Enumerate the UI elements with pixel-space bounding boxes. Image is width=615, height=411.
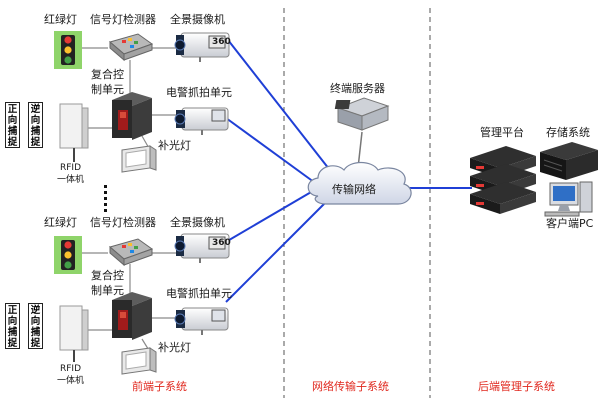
- fill-light-icon: [121, 347, 157, 375]
- police-capture-unit-label: 电警抓拍单元: [166, 86, 232, 99]
- fill-light-label: 补光灯: [158, 341, 191, 354]
- network-cloud-icon: [307, 161, 412, 205]
- police-capture-unit-label: 电警抓拍单元: [166, 287, 232, 300]
- rfid-reader-icon: [59, 305, 89, 362]
- traffic-light-icon: [54, 31, 82, 69]
- local-links-unit-1: [67, 40, 180, 151]
- front-subsystem-label: 前端子系统: [132, 380, 187, 393]
- signal-detector-icon: [108, 33, 154, 62]
- fill-light-label: 补光灯: [158, 139, 191, 152]
- network-links: [223, 39, 472, 303]
- network-subsystem-label: 网络传输子系统: [312, 380, 389, 393]
- rfid-all-in-one-label: 一体机: [57, 175, 85, 185]
- fill-light-icon: [121, 145, 157, 173]
- signal-detector-label: 信号灯检测器: [90, 13, 156, 26]
- storage-system-label: 存储系统: [546, 126, 590, 139]
- forward-capture-box: 正向捕捉: [5, 303, 20, 349]
- transport-network-label: 传输网络: [332, 183, 376, 196]
- traffic-light-label: 红绿灯: [44, 13, 77, 26]
- police-capture-camera-icon: [174, 107, 229, 135]
- client-pc-icon: [544, 181, 593, 217]
- management-platform-label: 管理平台: [480, 126, 524, 139]
- management-platform-icon: [470, 146, 536, 214]
- camera-360-badge: 360: [212, 37, 231, 47]
- more-units-dots: [104, 185, 107, 212]
- client-pc-label: 客户端PC: [546, 217, 594, 230]
- reverse-capture-box: 逆向捕捉: [28, 303, 43, 349]
- panoramic-camera-label: 全景摄像机: [170, 216, 225, 229]
- traffic-light-label: 红绿灯: [44, 216, 77, 229]
- composite-controller-icon: [112, 292, 152, 340]
- rfid-label: RFID: [60, 163, 82, 173]
- signal-detector-icon: [108, 238, 154, 267]
- traffic-light-icon: [54, 236, 82, 274]
- panoramic-camera-icon: [174, 233, 230, 263]
- composite-controller-label: 复合控制单元: [91, 269, 124, 297]
- panoramic-camera-label: 全景摄像机: [170, 13, 225, 26]
- terminal-server-icon: [334, 97, 390, 131]
- composite-controller-label: 复合控制单元: [91, 68, 124, 96]
- backend-subsystem-label: 后端管理子系统: [478, 380, 555, 393]
- terminal-server-label: 终端服务器: [330, 82, 385, 95]
- rfid-all-in-one-label: 一体机: [57, 376, 85, 386]
- rfid-reader-icon: [59, 103, 89, 162]
- reverse-capture-box: 逆向捕捉: [28, 102, 43, 148]
- camera-360-badge: 360: [212, 238, 231, 248]
- rfid-label: RFID: [60, 364, 82, 374]
- panoramic-camera-icon: [174, 32, 230, 62]
- forward-capture-box: 正向捕捉: [5, 102, 20, 148]
- composite-controller-icon: [112, 92, 152, 140]
- police-capture-camera-icon: [174, 307, 229, 335]
- signal-detector-label: 信号灯检测器: [90, 216, 156, 229]
- storage-system-icon: [540, 142, 598, 180]
